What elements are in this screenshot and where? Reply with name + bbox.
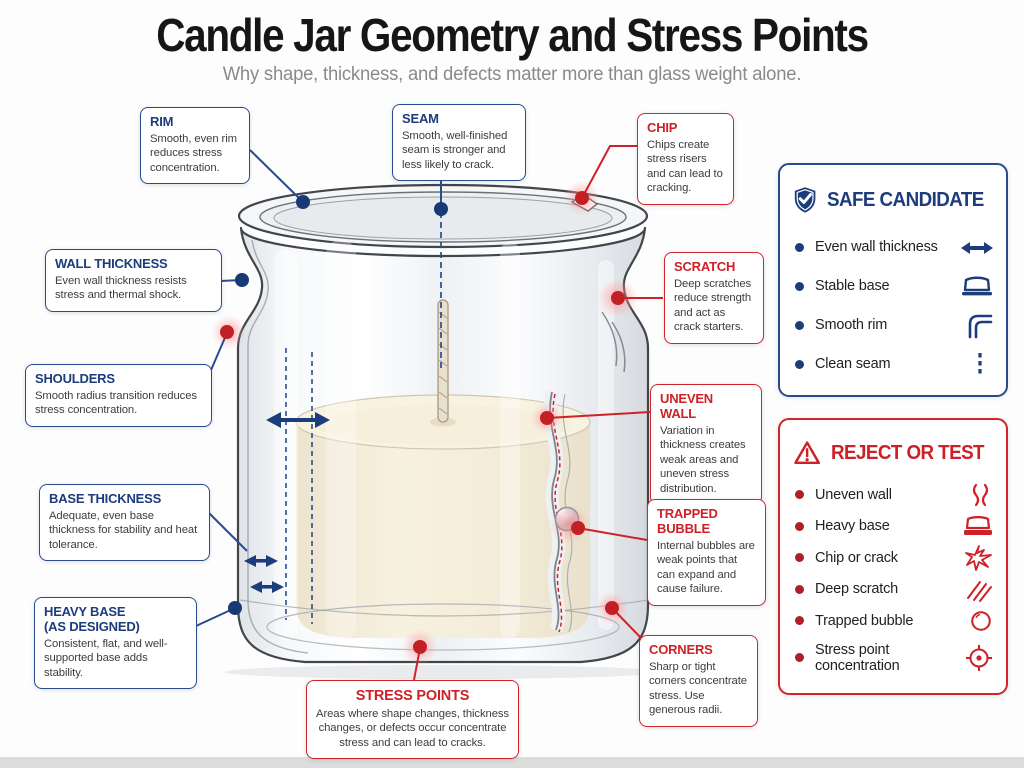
reject-item-uneven-wall: Uneven wall bbox=[780, 479, 1006, 511]
callout-rim-body: Smooth, even rim reduces stress concentr… bbox=[150, 132, 237, 174]
callout-corners-title: CORNERS bbox=[649, 642, 713, 657]
shield-check-icon bbox=[794, 187, 816, 213]
callout-chip-title: CHIP bbox=[647, 120, 678, 135]
callout-trapped-bubble-body: Internal bubbles are weak points that ca… bbox=[657, 539, 755, 596]
callout-seam-body: Smooth, well-finished seam is stronger a… bbox=[402, 129, 508, 171]
safe-item-label: Even wall thickness bbox=[815, 239, 938, 256]
callout-trapped-bubble-title: TRAPPED BUBBLE bbox=[657, 506, 718, 536]
safe-item-stable-base: Stable base bbox=[780, 267, 1006, 306]
callout-shoulders-body: Smooth radius transition reduces stress … bbox=[35, 389, 197, 417]
reject-item-heavy-base: Heavy base bbox=[780, 511, 1006, 543]
reject-item-label: Heavy base bbox=[815, 518, 890, 535]
thickness-arrows bbox=[244, 412, 330, 593]
candle-wax-body bbox=[296, 422, 590, 638]
callout-seam-title: SEAM bbox=[402, 111, 439, 126]
callout-trapped-bubble: TRAPPED BUBBLE Internal bubbles are weak… bbox=[647, 499, 766, 606]
smooth-rim-icon bbox=[959, 313, 993, 339]
bullet-dot bbox=[795, 360, 804, 369]
wavy-lines-icon bbox=[959, 482, 993, 508]
reject-item-chip-crack: Chip or crack bbox=[780, 542, 1006, 574]
callout-uneven-wall-title: UNEVEN WALL bbox=[660, 391, 713, 421]
callout-base-thickness-body: Adequate, even base thickness for stabil… bbox=[49, 509, 198, 551]
bullet-dot bbox=[795, 616, 804, 626]
reject-item-deep-scratch: Deep scratch bbox=[780, 574, 1006, 606]
callout-wall-thickness: WALL THICKNESS Even wall thickness resis… bbox=[45, 249, 222, 312]
page-title: Candle Jar Geometry and Stress Points bbox=[156, 9, 869, 61]
double-arrow-icon bbox=[959, 239, 993, 257]
heavy-base-icon bbox=[959, 515, 993, 537]
safe-item-even-wall: Even wall thickness bbox=[780, 228, 1006, 267]
safe-item-clean-seam: Clean seam bbox=[780, 345, 1006, 384]
warning-triangle-icon bbox=[794, 441, 821, 465]
reject-item-stress-point: Stress point concentration bbox=[780, 637, 1006, 674]
bullet-dot bbox=[795, 653, 804, 663]
callout-corners-body: Sharp or tight corners concentrate stres… bbox=[649, 660, 747, 717]
callout-rim: RIM Smooth, even rim reduces stress conc… bbox=[140, 107, 250, 185]
measurement-lines bbox=[285, 212, 442, 624]
bullet-dot bbox=[795, 490, 804, 500]
bullet-dot bbox=[795, 321, 804, 330]
candle-wick bbox=[437, 299, 449, 423]
callout-chip: CHIP Chips create stress risers and can … bbox=[637, 113, 734, 205]
reject-panel-title: REJECT OR TEST bbox=[831, 441, 985, 464]
callout-chip-body: Chips create stress risers and can lead … bbox=[647, 138, 723, 195]
safe-candidate-panel: SAFE CANDIDATE Even wall thickness Stabl… bbox=[778, 163, 1008, 397]
target-icon bbox=[959, 644, 993, 672]
callout-stress-points-title: STRESS POINTS bbox=[355, 688, 470, 704]
reject-item-label: Uneven wall bbox=[815, 486, 892, 503]
callout-scratch: SCRATCH Deep scratches reduce strength a… bbox=[664, 252, 764, 344]
inner-wall-line bbox=[247, 239, 309, 654]
callout-scratch-title: SCRATCH bbox=[674, 259, 736, 274]
bullet-dot bbox=[795, 584, 804, 594]
safe-item-label: Clean seam bbox=[815, 356, 891, 373]
callout-wall-thickness-body: Even wall thickness resists stress and t… bbox=[55, 274, 187, 302]
reject-item-label: Deep scratch bbox=[815, 581, 899, 598]
callout-shoulders: SHOULDERS Smooth radius transition reduc… bbox=[25, 364, 212, 427]
safe-panel-header: SAFE CANDIDATE bbox=[780, 165, 1006, 228]
callout-heavy-base-title2: (AS DESIGNED) bbox=[44, 618, 140, 634]
stable-base-icon bbox=[959, 276, 993, 298]
callout-base-thickness-title: BASE THICKNESS bbox=[49, 491, 162, 506]
crack-burst-icon bbox=[959, 544, 993, 571]
callout-seam: SEAM Smooth, well-finished seam is stron… bbox=[392, 104, 526, 182]
callout-stress-points-body: Areas where shape changes, thickness cha… bbox=[316, 707, 509, 749]
scratch-marks bbox=[601, 311, 626, 373]
callout-stress-points: STRESS POINTS Areas where shape changes,… bbox=[306, 680, 519, 760]
jar-shadow bbox=[225, 665, 661, 679]
reject-item-label: Trapped bubble bbox=[815, 612, 914, 629]
safe-item-label: Smooth rim bbox=[815, 317, 888, 334]
bubble-icon bbox=[959, 609, 993, 633]
reject-panel-header: REJECT OR TEST bbox=[780, 420, 1006, 479]
reject-item-label: Chip or crack bbox=[815, 549, 898, 566]
bullet-dot bbox=[795, 243, 804, 252]
callout-rim-title: RIM bbox=[150, 114, 174, 129]
bullet-dot bbox=[795, 521, 804, 531]
callout-uneven-wall: UNEVEN WALL Variation in thickness creat… bbox=[650, 384, 762, 506]
callout-uneven-wall-body: Variation in thickness creates weak area… bbox=[660, 424, 746, 495]
base-edge-line bbox=[239, 599, 649, 617]
candle-jar-illustration bbox=[212, 180, 661, 679]
safe-item-smooth-rim: Smooth rim bbox=[780, 306, 1006, 345]
bullet-dot bbox=[795, 553, 804, 563]
bullet-dot bbox=[795, 282, 804, 291]
callout-heavy-base-title: HEAVY BASE bbox=[44, 604, 126, 619]
bottom-edge-band bbox=[0, 757, 1024, 768]
safe-panel-title: SAFE CANDIDATE bbox=[827, 188, 984, 211]
callout-shoulders-title: SHOULDERS bbox=[35, 371, 115, 386]
scratch-lines-icon bbox=[959, 576, 993, 603]
callout-heavy-base: HEAVY BASE (AS DESIGNED) Consistent, fla… bbox=[34, 597, 197, 690]
callout-wall-thickness-title: WALL THICKNESS bbox=[55, 256, 168, 271]
callout-corners: CORNERS Sharp or tight corners concentra… bbox=[639, 635, 758, 727]
page-subtitle: Why shape, thickness, and defects matter… bbox=[222, 64, 802, 85]
jar-rim bbox=[237, 183, 649, 249]
callout-base-thickness: BASE THICKNESS Adequate, even base thick… bbox=[39, 484, 210, 562]
callout-scratch-body: Deep scratches reduce strength and act a… bbox=[674, 277, 752, 334]
dashed-seam-icon bbox=[959, 351, 993, 379]
safe-item-label: Stable base bbox=[815, 278, 890, 295]
callout-heavy-base-body: Consistent, flat, and well-supported bas… bbox=[44, 637, 168, 679]
reject-or-test-panel: REJECT OR TEST Uneven wall Heavy base Ch… bbox=[778, 418, 1008, 695]
reject-item-label: Stress point concentration bbox=[815, 641, 900, 674]
reject-item-trapped-bubble: Trapped bubble bbox=[780, 605, 1006, 637]
